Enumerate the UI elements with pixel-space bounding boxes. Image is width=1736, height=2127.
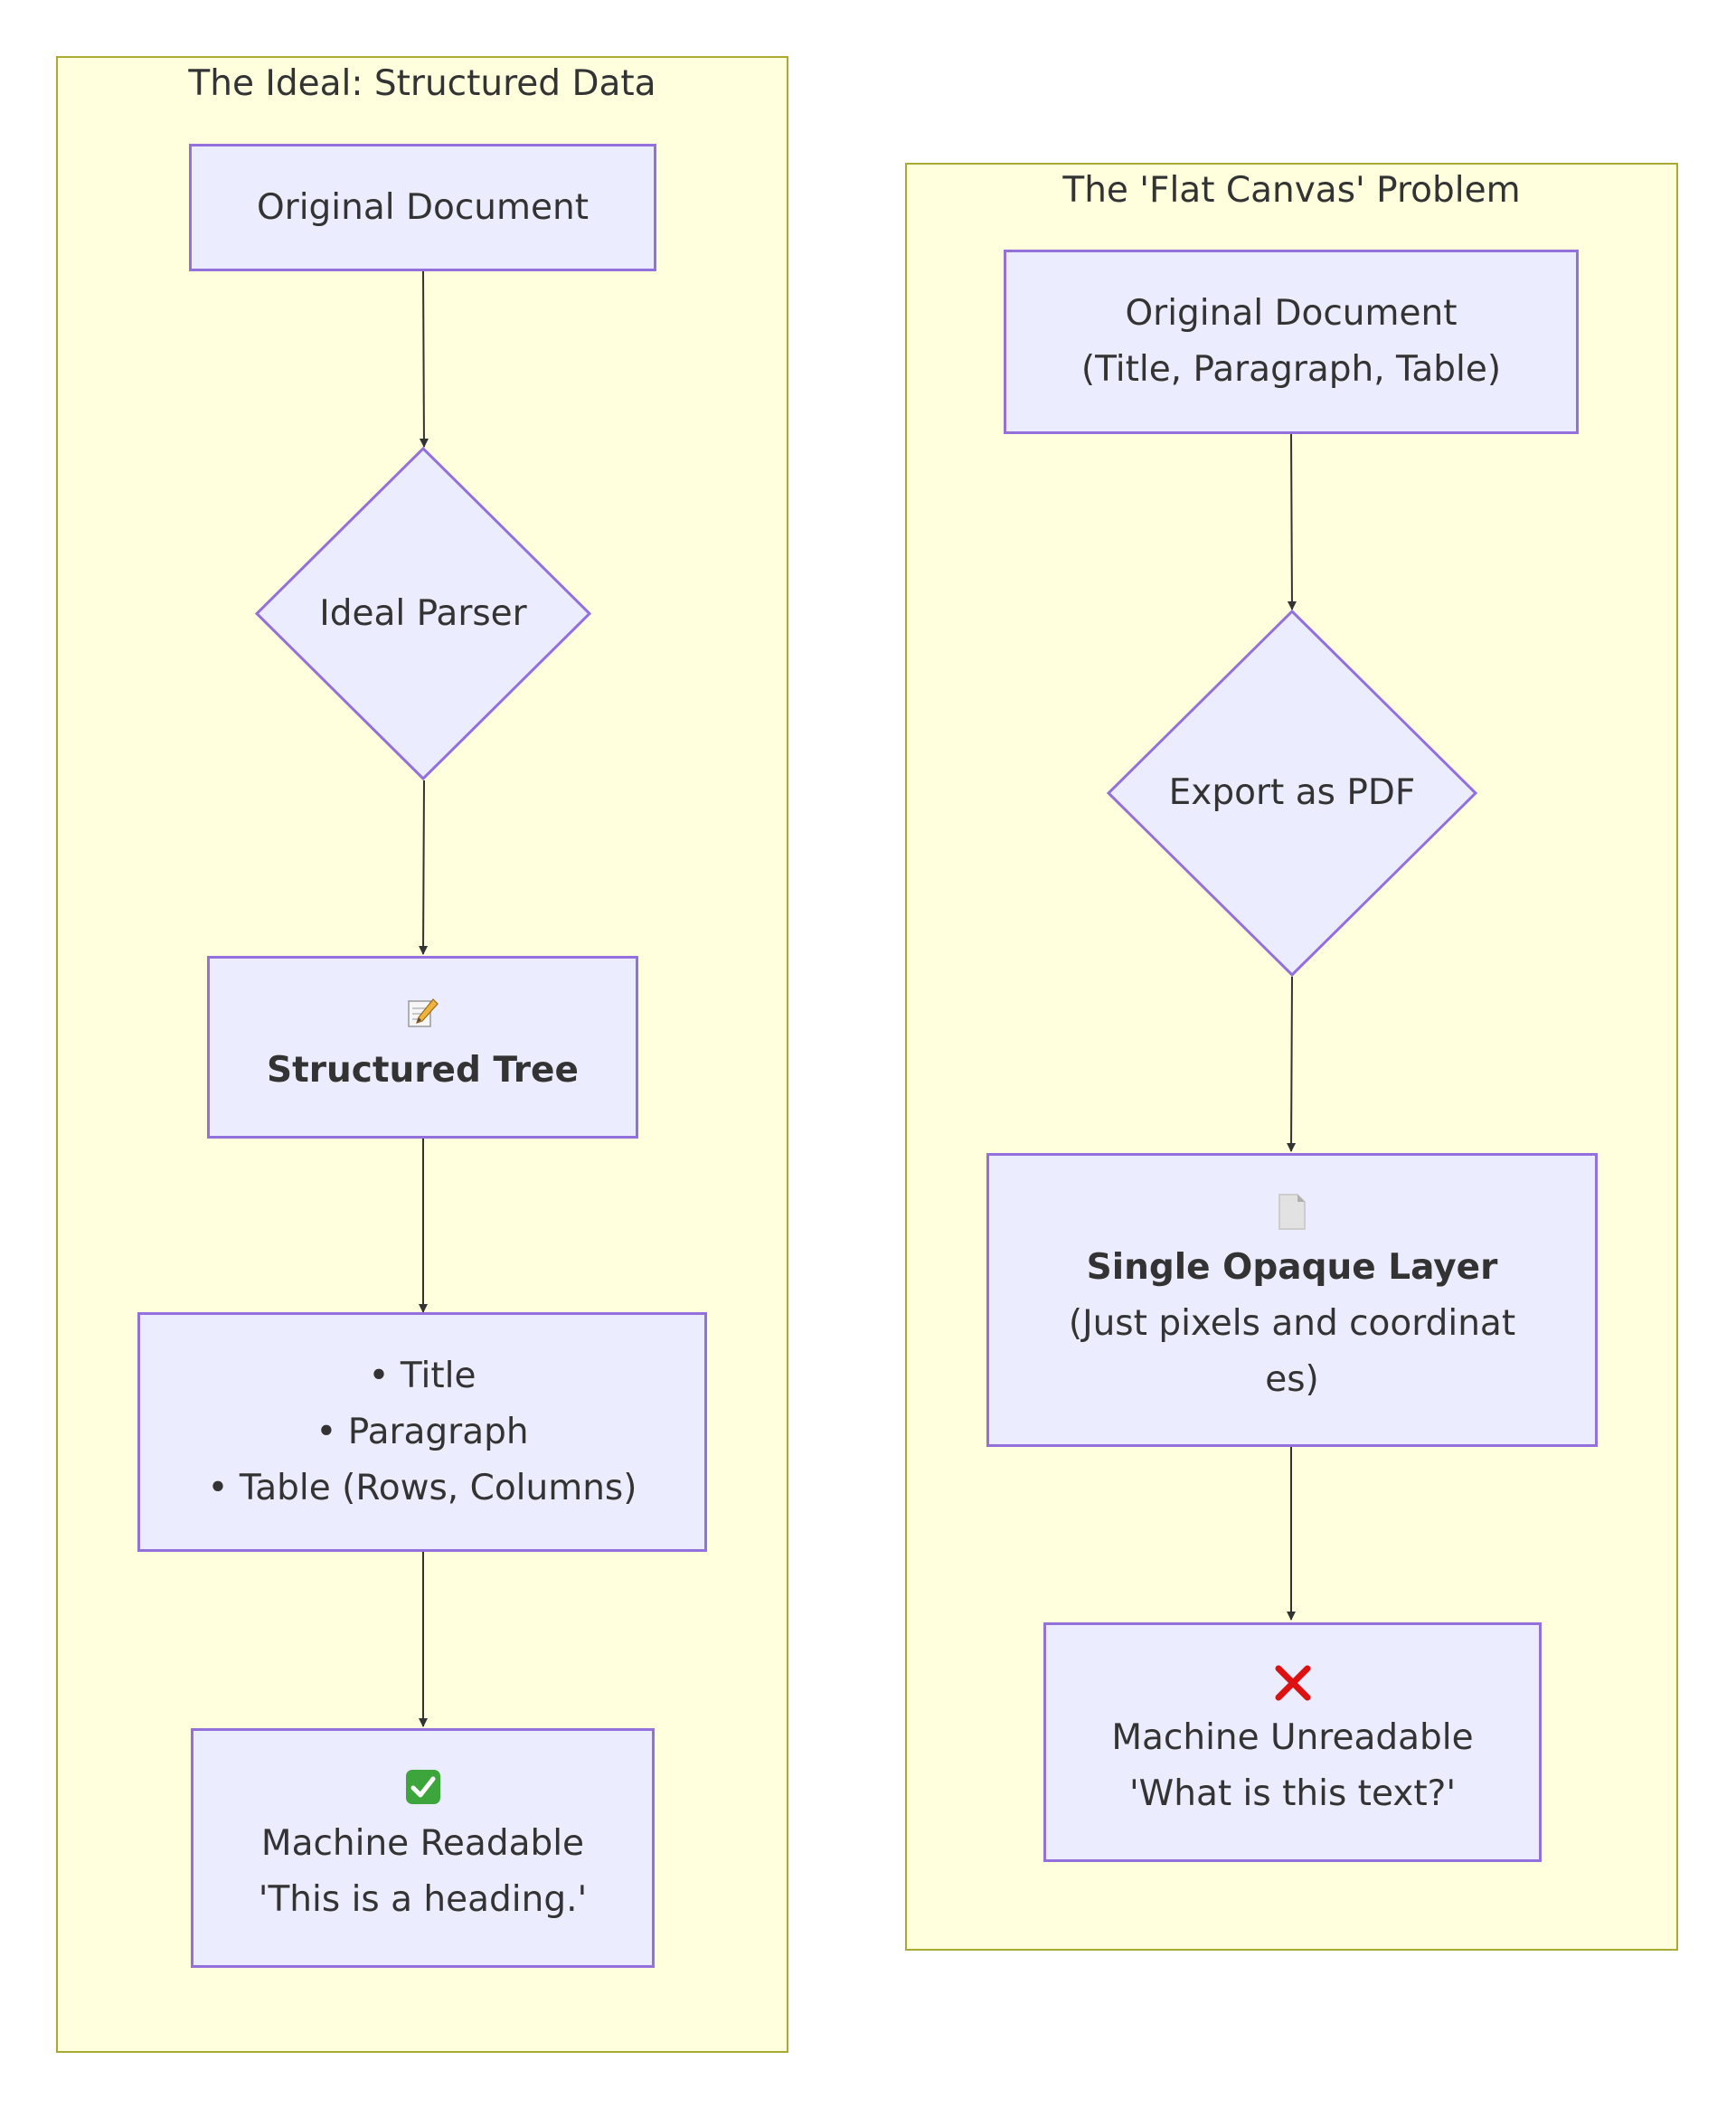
flat-canvas-cluster-title: The 'Flat Canvas' Problem <box>1062 170 1521 211</box>
machine-unreadable-label: Machine Unreadable <box>1111 1716 1474 1758</box>
original-document-flat-contents: (Title, Paragraph, Table) <box>1080 349 1502 390</box>
ideal-cluster-title: The Ideal: Structured Data <box>188 63 656 104</box>
node-original-document: Original Document <box>189 144 656 271</box>
node-machine-readable: Machine Readable 'This is a heading.' <box>191 1728 655 1968</box>
original-document-label: Original Document <box>256 186 590 228</box>
edge-export-to-layer <box>1287 976 1297 1152</box>
machine-unreadable-question: 'What is this text?' <box>1128 1772 1457 1814</box>
node-structured-tree: Structured Tree <box>207 956 638 1139</box>
structured-tree-label: Structured Tree <box>267 1050 579 1091</box>
ideal-parser-diamond <box>255 447 591 780</box>
list-item: • Table (Rows, Columns) <box>207 1467 637 1508</box>
single-opaque-layer-note-wrap: es) <box>1265 1358 1319 1400</box>
export-pdf-diamond <box>1107 610 1477 977</box>
edge-parser-to-tree <box>419 780 429 955</box>
green-check-icon <box>405 1769 441 1816</box>
edge-original-to-export <box>1287 433 1297 610</box>
edge-doc-to-parser <box>419 270 429 448</box>
machine-readable-label: Machine Readable <box>260 1822 585 1864</box>
original-document-flat-label: Original Document <box>1125 293 1458 334</box>
single-opaque-layer-label: Single Opaque Layer <box>1086 1246 1498 1288</box>
node-single-opaque-layer: Single Opaque Layer (Just pixels and coo… <box>986 1153 1598 1447</box>
node-machine-unreadable: Machine Unreadable 'What is this text?' <box>1043 1622 1542 1862</box>
export-pdf-label: Export as PDF <box>1168 772 1416 813</box>
single-opaque-layer-note: (Just pixels and coordinat <box>1068 1302 1516 1344</box>
node-export-pdf: Export as PDF <box>1107 610 1477 977</box>
node-elements-list: • Title • Paragraph • Table (Rows, Colum… <box>137 1312 707 1552</box>
machine-readable-example: 'This is a heading.' <box>258 1878 588 1920</box>
ideal-parser-label: Ideal Parser <box>319 592 527 634</box>
memo-pencil-icon <box>406 996 440 1043</box>
list-item: • Title <box>368 1355 476 1396</box>
list-item: • Paragraph <box>316 1411 529 1452</box>
page-icon <box>1276 1193 1308 1240</box>
red-cross-icon <box>1273 1663 1313 1710</box>
node-original-document-flat: Original Document (Title, Paragraph, Tab… <box>1004 250 1579 434</box>
node-ideal-parser: Ideal Parser <box>255 447 591 780</box>
